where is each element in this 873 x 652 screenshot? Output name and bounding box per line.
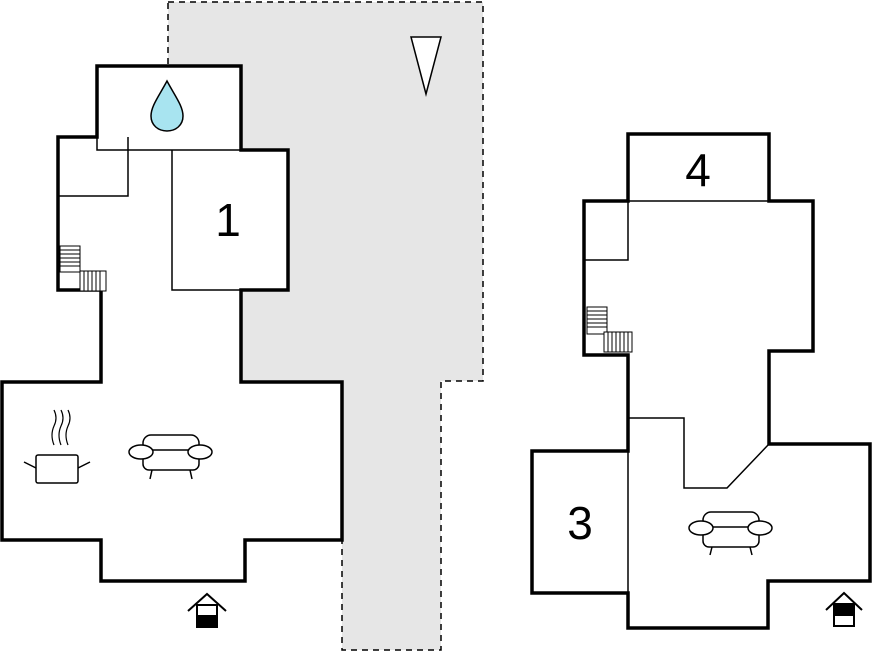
- outer-walls-left: [0, 64, 344, 583]
- floorplan-right: 4 3: [530, 132, 872, 630]
- room-number-2: 3: [567, 497, 593, 549]
- north-arrow-icon: [410, 36, 442, 97]
- water-drop-icon: [150, 79, 184, 132]
- stairs-icon: [586, 306, 633, 353]
- room-number-3: 4: [685, 144, 711, 196]
- cooking-pot-icon: [23, 409, 91, 484]
- interior-walls-left: [58, 137, 288, 291]
- stairs-icon: [59, 245, 107, 292]
- sofa-icon: [128, 434, 213, 480]
- room-number-1: 1: [215, 194, 241, 246]
- interior-walls-right: [584, 200, 770, 593]
- outer-walls-right: [530, 132, 872, 630]
- floorplan-left: 1: [0, 36, 442, 628]
- entrance-icon: [825, 591, 863, 627]
- sofa-icon: [688, 511, 773, 556]
- entrance-icon: [187, 592, 227, 628]
